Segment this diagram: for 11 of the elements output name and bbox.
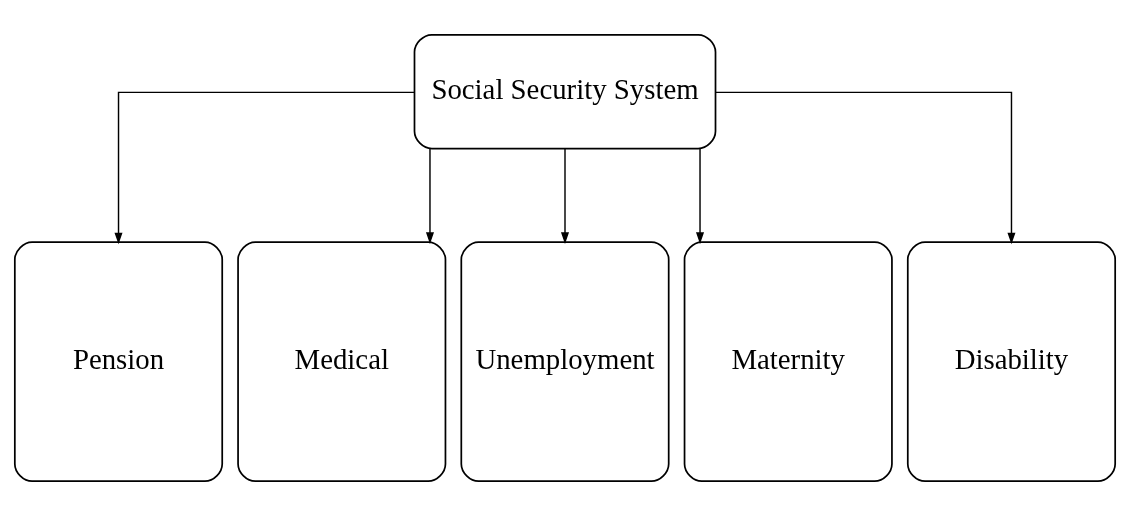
arrow [560,147,570,244]
node-box: Medical [237,240,447,482]
node-box: Unemployment [460,240,670,482]
arrow [696,147,705,244]
node-box: Disability [906,240,1117,482]
arrow [425,147,434,244]
node-box: Social Security System [413,33,717,149]
arrow [114,91,416,244]
arrow [714,91,1016,244]
node-box: Pension [13,240,224,482]
node-box: Maternity [683,240,893,482]
